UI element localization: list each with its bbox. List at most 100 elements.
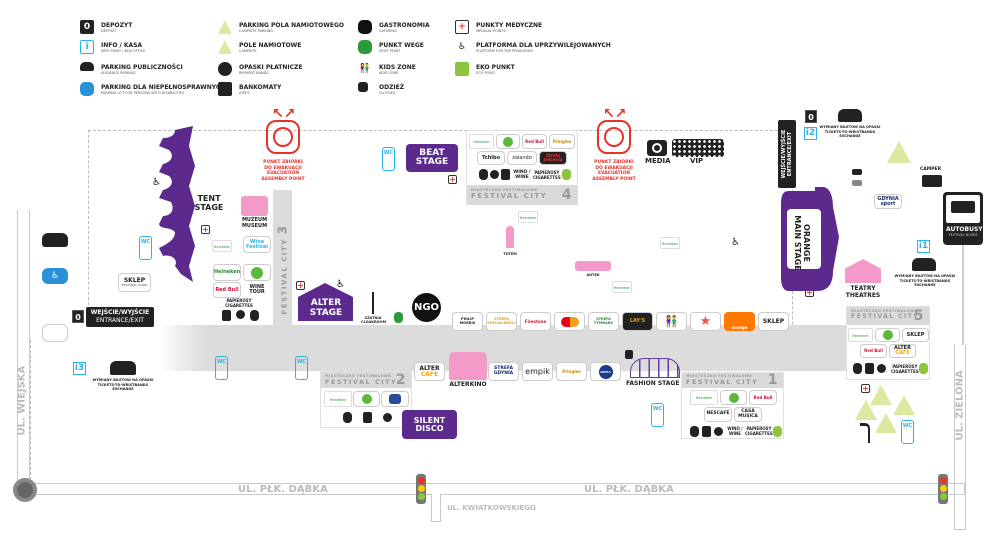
- pringles-logo: Pringles: [549, 134, 575, 149]
- legend-subtitle: PARKING LOT FOR PERSONS WITH DISABILITIE…: [101, 91, 185, 95]
- legend-title: PARKING DLA NIEPEŁNOSPRAWNYCH: [101, 84, 226, 91]
- heineken-logo: Heineken: [848, 328, 873, 342]
- vip-area-icon[interactable]: [672, 139, 724, 157]
- camper-label: CAMPER: [920, 167, 942, 172]
- wc-icon[interactable]: WC: [382, 147, 395, 171]
- alter-stage[interactable]: [298, 283, 353, 321]
- t: EVACUATION: [266, 171, 300, 176]
- zalando-logo: zalando: [507, 151, 537, 165]
- wine-label: WINO / WINE: [513, 170, 531, 180]
- atm-icon: [222, 310, 231, 321]
- kids-zone-icon: 👫: [656, 312, 687, 331]
- atm-icon: [702, 426, 711, 437]
- fashion-stage-label: FASHION STAGE: [626, 380, 680, 387]
- strefa-jedzenia-logo: Strefa Jedzenia: [539, 151, 567, 165]
- alterkino-label: ALTERKINO: [449, 381, 487, 388]
- disabled-parking-icon: [80, 82, 94, 96]
- legend-subtitle: INFO POINT / BOX OFFICE: [101, 49, 146, 53]
- philip-morris-logo: PHILIP MORRIS: [452, 312, 483, 331]
- tent-icon: [893, 395, 915, 415]
- t: CIGARETTES: [533, 174, 561, 180]
- theatre-tent-icon[interactable]: [845, 259, 881, 283]
- heineken-logo: Heineken: [690, 390, 718, 405]
- t: 5: [913, 308, 925, 324]
- bus-stop-sign[interactable]: AUTOBUSY FESTIVAL BUSES: [943, 192, 983, 245]
- orange-main-stage[interactable]: [781, 187, 839, 291]
- redbull-logo: Red Bull: [522, 134, 547, 149]
- redbull-logo: Red Bull: [860, 344, 887, 358]
- bus: [951, 201, 975, 213]
- wc-icon[interactable]: WC: [215, 356, 228, 380]
- street-wiejska: [17, 210, 30, 490]
- t: EXCHANGE: [112, 387, 134, 391]
- exchange-icon: [912, 258, 936, 271]
- beat-stage[interactable]: BEAT STAGE: [406, 144, 458, 172]
- wc-icon[interactable]: WC: [901, 420, 914, 444]
- lens: [652, 143, 662, 153]
- target-icon: [604, 127, 624, 147]
- wc-icon[interactable]: WC: [295, 356, 308, 380]
- exchange-icon: [110, 361, 136, 375]
- t: TICKETS-TO-WRISTBANDS: [97, 382, 149, 387]
- t: CAFE: [420, 370, 439, 378]
- legend-subtitle: ECO POINT: [476, 71, 496, 75]
- green-logo: [243, 264, 271, 281]
- atm-icon: [501, 169, 510, 180]
- car-icon: [42, 233, 68, 247]
- heineken-logo: Heineken: [660, 237, 680, 249]
- t: PAPIEROSY: [892, 364, 918, 369]
- wc-icon[interactable]: WC: [139, 236, 152, 260]
- green-badge-icon: [361, 394, 372, 404]
- t: FESTIVAL SHOP: [121, 283, 148, 287]
- cutlery-icon: [479, 169, 488, 180]
- buses-label: FESTIVAL BUSES: [948, 233, 978, 237]
- accessibility-icon: ♿: [336, 279, 345, 290]
- strefa-gdynia-logo: STREFA GDYNIA: [488, 362, 519, 381]
- fashion-stage-icon[interactable]: [630, 358, 680, 378]
- tchibo-logo: Tchibo: [477, 151, 505, 165]
- entrance-exit-east[interactable]: [778, 120, 796, 188]
- eco-icon: [919, 363, 928, 374]
- heineken-logo: Heineken: [213, 264, 241, 281]
- mastercard-logo: [554, 312, 585, 331]
- atm-icon: [865, 363, 874, 374]
- silent-disco[interactable]: SILENT DISCO: [402, 410, 457, 439]
- campsite-car-icon: [42, 324, 68, 342]
- ngo-point[interactable]: NGO: [412, 293, 441, 322]
- info-point-2[interactable]: i2: [804, 127, 817, 140]
- wc-icon[interactable]: WC: [651, 403, 664, 427]
- t: 1: [767, 372, 779, 388]
- heineken-logo: Heineken: [212, 240, 232, 252]
- label: FESTIVAL CITY: [280, 238, 289, 315]
- info-point-1[interactable]: i1: [917, 240, 930, 253]
- t: FESTIVAL CITY: [851, 312, 920, 320]
- tent-stage[interactable]: [155, 126, 197, 282]
- t: CIGARETTES: [225, 302, 253, 308]
- accessibility-icon: ♿: [731, 237, 740, 248]
- target-icon: [597, 120, 631, 154]
- green-logo: [496, 134, 520, 149]
- bus-icon: [946, 195, 980, 223]
- legend-title: POLE NAMIOTOWE: [239, 42, 302, 49]
- t: ASSEMBLY POINT: [261, 176, 305, 182]
- t: TEATRY: [850, 285, 876, 292]
- street-dabka: [25, 483, 965, 495]
- info-point-3[interactable]: i3: [73, 362, 86, 375]
- accessibility-icon: ♿: [457, 42, 467, 52]
- legend-title: PUNKTY MEDYCZNE: [476, 22, 543, 29]
- alterkino-icon[interactable]: [449, 352, 487, 380]
- blue-badge-icon: [389, 394, 401, 404]
